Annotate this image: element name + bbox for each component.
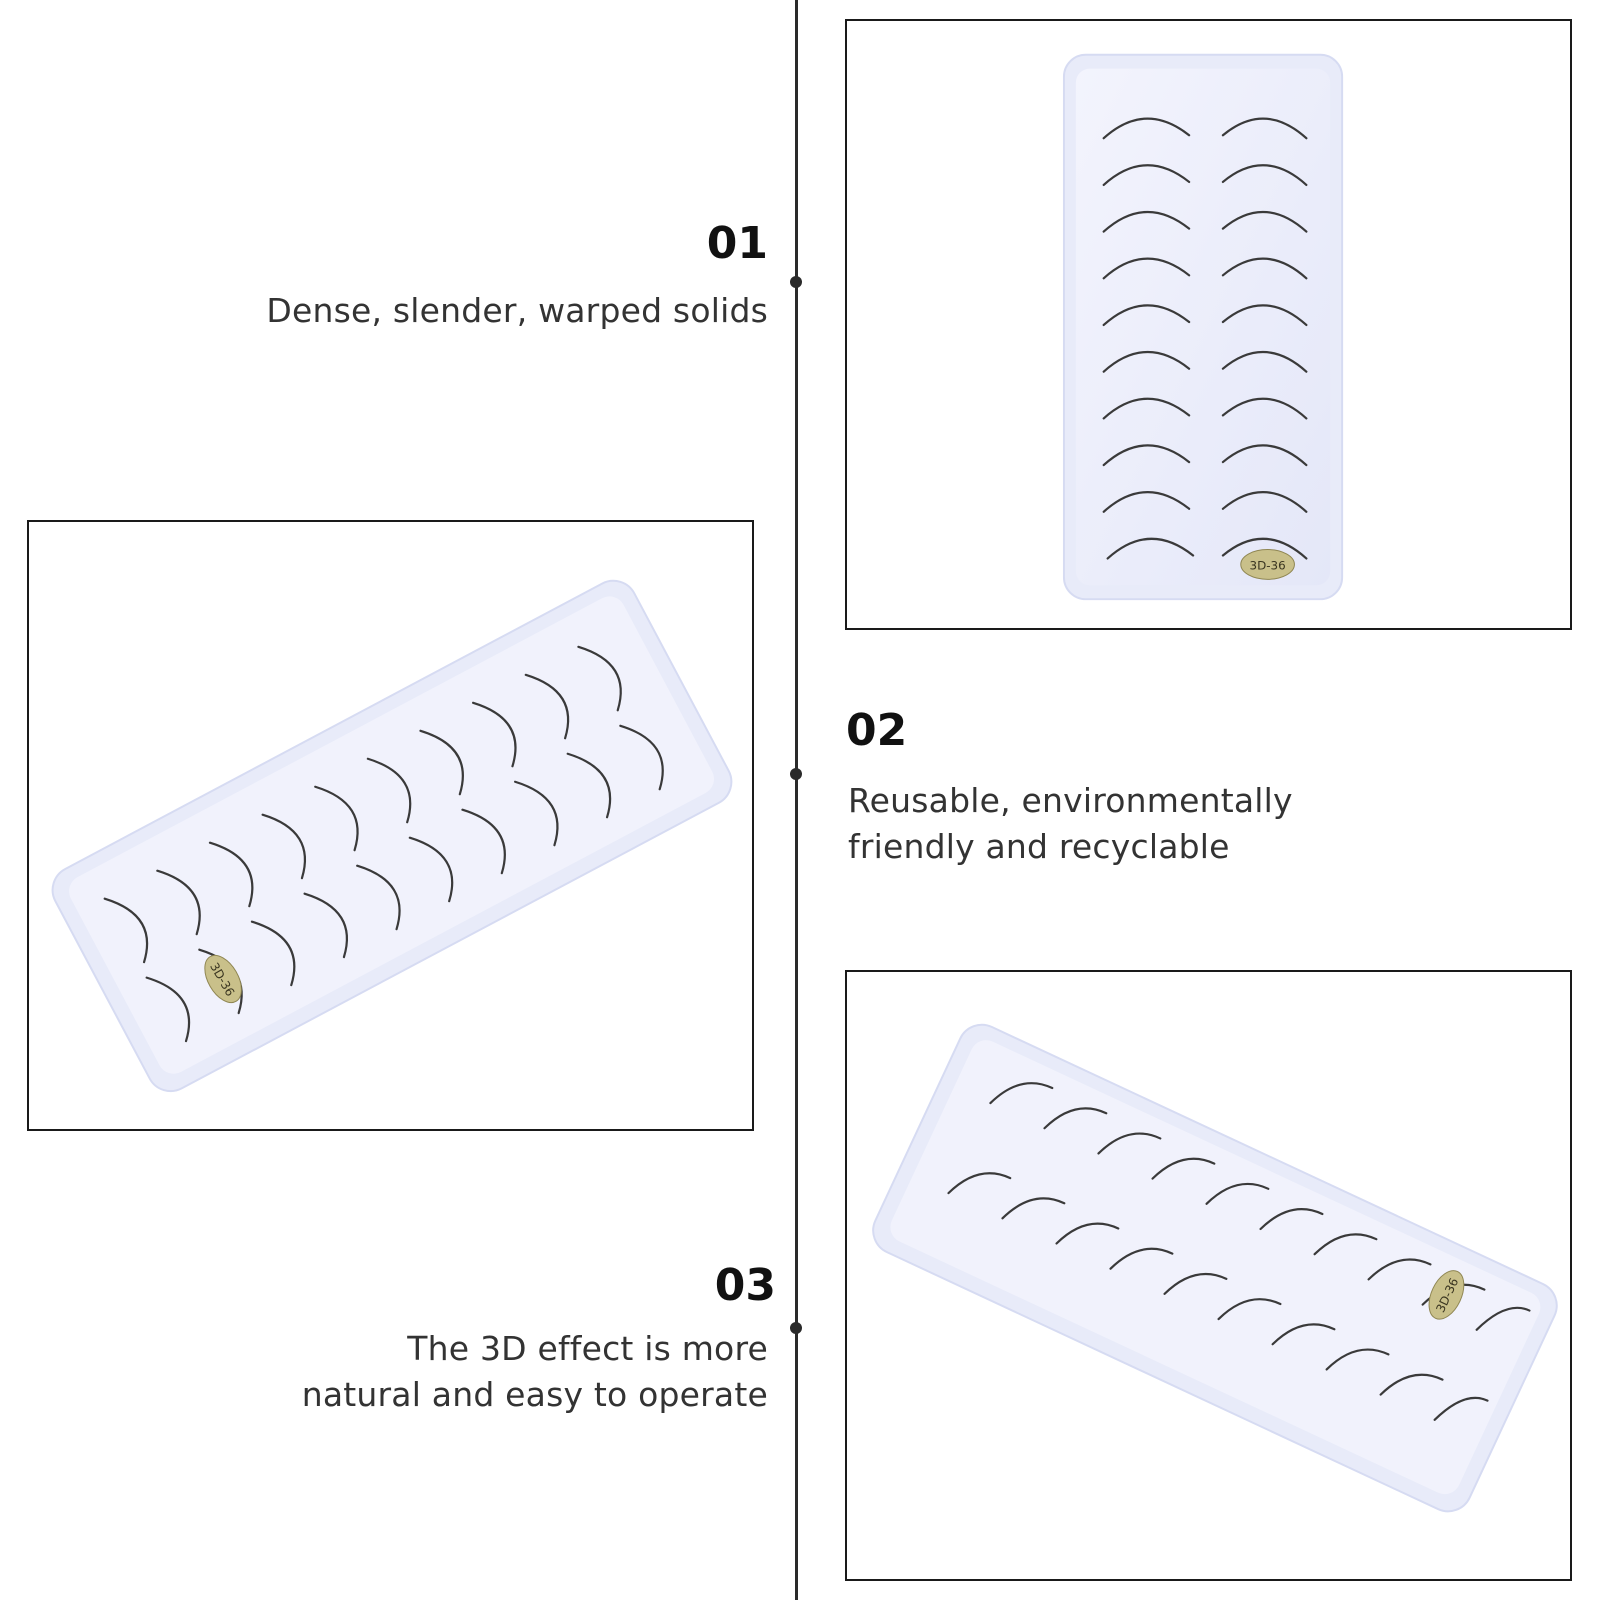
lash bbox=[208, 841, 254, 908]
lash bbox=[303, 892, 349, 959]
feature-03-line-1: The 3D effect is more bbox=[407, 1329, 768, 1368]
lash bbox=[1102, 444, 1191, 467]
tray-inner bbox=[890, 1040, 1541, 1495]
feature-03-caption: The 3D effect is more natural and easy t… bbox=[248, 1326, 768, 1418]
lash bbox=[1102, 350, 1191, 373]
tray-inner bbox=[69, 596, 714, 1074]
feature-02-line-1: Reusable, environmentally bbox=[848, 781, 1293, 820]
lash bbox=[145, 976, 191, 1043]
lash bbox=[1151, 1157, 1216, 1180]
feature-03-line-2: natural and easy to operate bbox=[301, 1375, 768, 1414]
lash bbox=[1433, 1396, 1489, 1421]
timeline-dot-03 bbox=[790, 1322, 802, 1334]
product-label-badge bbox=[1240, 549, 1295, 580]
lash bbox=[472, 701, 517, 768]
lash bbox=[1221, 537, 1308, 560]
lash bbox=[1163, 1272, 1228, 1295]
lash bbox=[1313, 1233, 1378, 1256]
lash bbox=[1379, 1373, 1444, 1396]
lash bbox=[1097, 1132, 1162, 1155]
lash bbox=[1367, 1258, 1432, 1281]
lash bbox=[566, 752, 612, 819]
lash bbox=[1221, 117, 1308, 140]
feature-02-line-2: friendly and recyclable bbox=[848, 827, 1230, 866]
lash bbox=[103, 897, 149, 964]
lash-rows bbox=[103, 645, 664, 1043]
lash bbox=[619, 724, 664, 791]
lash bbox=[989, 1082, 1054, 1105]
feature-01-line-1: Dense, slender, warped solids bbox=[266, 291, 768, 330]
lash bbox=[366, 757, 412, 824]
feature-02-number: 02 bbox=[846, 705, 908, 756]
lash bbox=[1106, 537, 1195, 560]
lash bbox=[1109, 1247, 1174, 1270]
tray-angled-illustration-2: 3D-36 bbox=[872, 1023, 1558, 1513]
lash bbox=[1221, 397, 1308, 420]
lash bbox=[1221, 304, 1308, 327]
lash bbox=[1221, 350, 1308, 373]
lash bbox=[250, 920, 296, 987]
lash bbox=[1001, 1197, 1066, 1220]
lash bbox=[1217, 1298, 1282, 1321]
lash bbox=[1102, 257, 1191, 280]
product-label-badge bbox=[204, 954, 242, 1004]
lash bbox=[1221, 444, 1308, 467]
lash bbox=[156, 869, 201, 936]
lash bbox=[1325, 1348, 1390, 1371]
lash-rows bbox=[947, 1082, 1531, 1421]
lash bbox=[356, 864, 401, 931]
timeline-line bbox=[795, 0, 798, 1600]
lash bbox=[577, 645, 622, 712]
feature-01-number: 01 bbox=[706, 218, 768, 269]
tray-inner bbox=[1075, 68, 1331, 586]
lash bbox=[314, 785, 359, 852]
lash bbox=[1102, 491, 1191, 513]
lash bbox=[1043, 1107, 1108, 1130]
tray-vertical-illustration: 3D-36 bbox=[1062, 53, 1344, 601]
lash bbox=[261, 813, 307, 880]
feature-01-caption: Dense, slender, warped solids bbox=[248, 288, 768, 334]
lash bbox=[1221, 164, 1308, 187]
product-image-middle: 3D-36 bbox=[27, 520, 754, 1131]
lash bbox=[419, 729, 464, 796]
lash bbox=[947, 1172, 1012, 1195]
timeline-dot-02 bbox=[790, 768, 802, 780]
lash bbox=[1102, 164, 1191, 187]
lash bbox=[1205, 1182, 1270, 1205]
product-image-top: 3D-36 bbox=[845, 19, 1572, 630]
product-label-text: 3D-36 bbox=[1250, 558, 1286, 572]
feature-02-caption: Reusable, environmentally friendly and r… bbox=[848, 778, 1368, 870]
product-label-badge bbox=[1428, 1270, 1465, 1320]
lash bbox=[1475, 1306, 1531, 1331]
tray-angled-illustration: 3D-36 bbox=[51, 579, 733, 1093]
lash bbox=[1259, 1208, 1324, 1231]
lash bbox=[1102, 117, 1191, 140]
lash bbox=[461, 808, 506, 875]
lash bbox=[513, 780, 559, 847]
lash bbox=[408, 836, 454, 903]
timeline-dot-01 bbox=[790, 276, 802, 288]
lash bbox=[524, 673, 570, 740]
feature-03-number: 03 bbox=[714, 1260, 776, 1311]
lash bbox=[1055, 1222, 1120, 1245]
lash bbox=[1221, 210, 1308, 233]
lash bbox=[1102, 210, 1191, 233]
lash-rows bbox=[1102, 117, 1308, 560]
product-image-bottom: 3D-36 bbox=[845, 970, 1572, 1581]
lash bbox=[1102, 304, 1191, 327]
lash bbox=[1102, 397, 1191, 420]
lash bbox=[1271, 1323, 1336, 1346]
lash bbox=[1221, 257, 1308, 280]
lash bbox=[1221, 491, 1308, 513]
